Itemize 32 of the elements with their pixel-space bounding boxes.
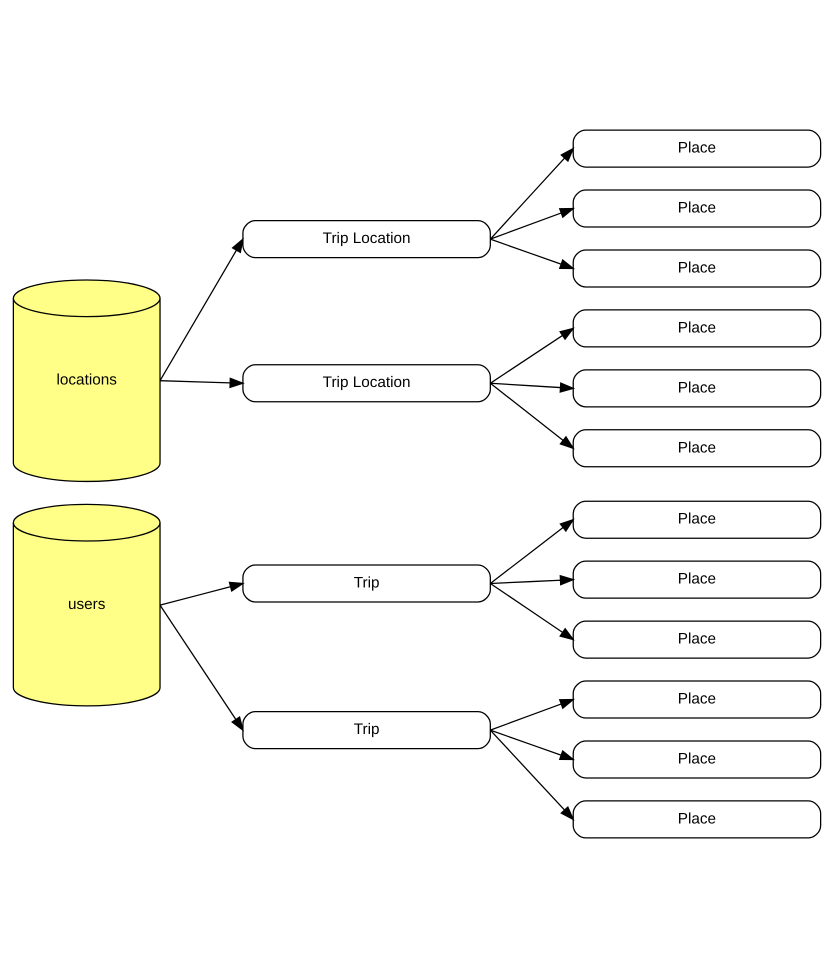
arrow — [490, 729, 575, 820]
arrow — [490, 582, 575, 640]
arrow — [160, 604, 244, 732]
node-box: Place — [572, 740, 822, 778]
node-box: Trip — [242, 564, 491, 602]
node-box: Trip Location — [242, 364, 491, 402]
arrow — [160, 376, 245, 388]
arrow — [490, 146, 575, 240]
arrow — [490, 207, 576, 240]
arrow — [160, 581, 245, 606]
arrow — [490, 326, 575, 384]
node-box: Place — [572, 188, 822, 228]
node-box: Trip — [242, 710, 491, 749]
node-box: Place — [572, 428, 822, 467]
arrow — [490, 238, 576, 269]
arrow — [490, 729, 576, 760]
arrow — [490, 382, 575, 449]
node-box: Place — [572, 248, 822, 288]
arrow — [490, 574, 576, 586]
node-box: Place — [572, 500, 822, 538]
node-box: Place — [572, 308, 822, 348]
node-box: Place — [572, 800, 822, 838]
node-box: Place — [572, 560, 822, 598]
arrow — [159, 236, 244, 381]
node-box: Place — [572, 368, 822, 407]
arrow — [490, 698, 576, 730]
node-box: Trip Location — [242, 220, 491, 258]
arrow — [490, 518, 575, 584]
arrow — [490, 382, 576, 392]
node-box: Place — [572, 620, 822, 658]
node-box: Place — [572, 128, 822, 168]
node-box: Place — [572, 680, 822, 718]
